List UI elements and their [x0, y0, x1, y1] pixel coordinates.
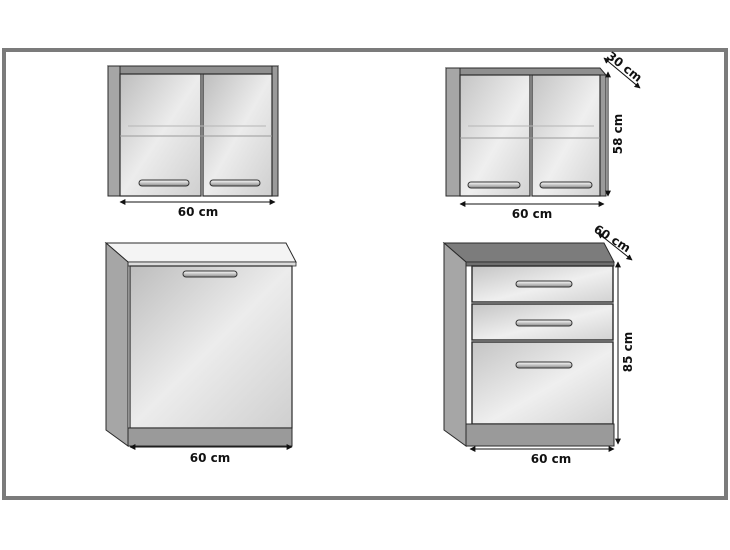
depth-dimension-line [603, 57, 641, 89]
handle [138, 179, 190, 187]
door-left [459, 74, 531, 197]
handle [539, 181, 593, 189]
width-label: 60 cm [531, 452, 572, 466]
wall-cabinet-left: 60 cm [107, 65, 279, 219]
height-label: 58 cm [611, 114, 625, 155]
height-label: 85 cm [621, 332, 635, 373]
base-cabinet-left: 60 cm [104, 241, 297, 465]
base-cabinet-right: 60 cm 85 cm 60 cm [442, 222, 635, 466]
drawer-bottom [471, 341, 614, 425]
handle [515, 319, 573, 327]
door-right [531, 74, 601, 197]
worktop [104, 242, 297, 263]
handle [515, 361, 573, 369]
depth-dimension-line [597, 232, 633, 261]
handle [467, 181, 521, 189]
handle [182, 270, 238, 278]
plinth [127, 427, 293, 447]
door-right [202, 73, 273, 197]
width-label: 60 cm [512, 207, 553, 221]
plinth [465, 423, 615, 447]
width-label: 60 cm [178, 205, 219, 219]
handle [209, 179, 261, 187]
handle [515, 280, 573, 288]
worktop [442, 242, 615, 263]
door [129, 265, 293, 429]
width-label: 60 cm [190, 451, 231, 465]
door-left [119, 73, 202, 197]
